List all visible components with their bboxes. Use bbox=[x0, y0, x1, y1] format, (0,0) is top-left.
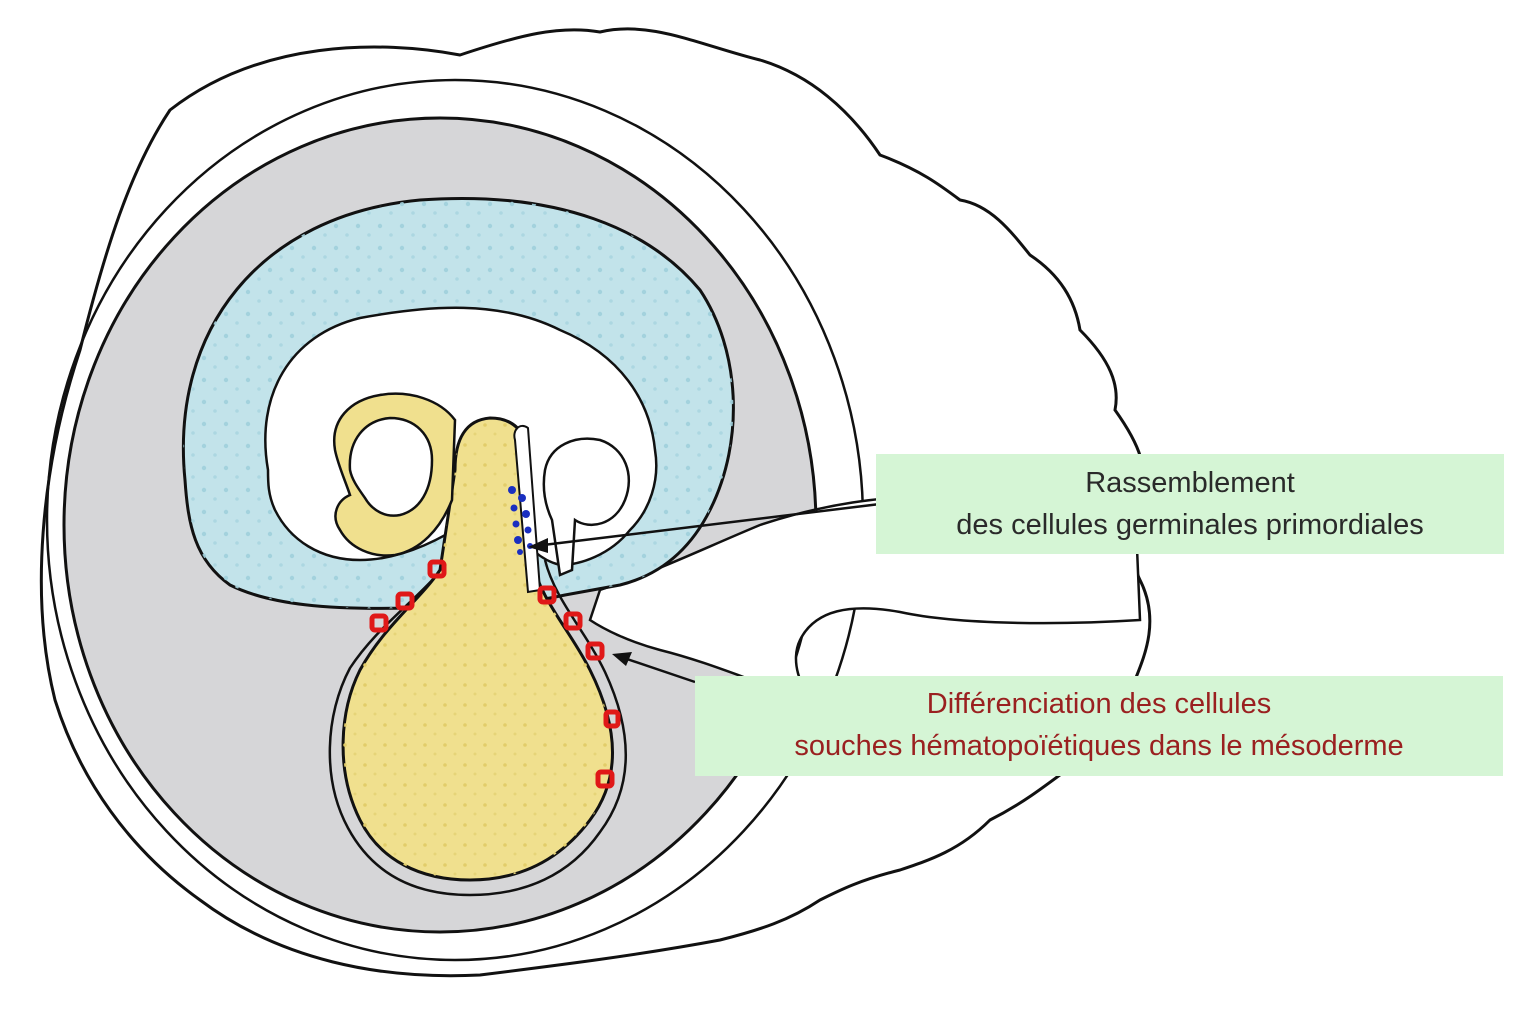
pointer-hematopoietic bbox=[617, 654, 696, 684]
head-cavity bbox=[348, 416, 434, 517]
pointer-hematopoietic-arrowhead bbox=[612, 652, 632, 666]
pointer-germ-cells-arrowhead bbox=[528, 538, 548, 553]
pointer-germ-cells bbox=[534, 502, 881, 548]
embryo-tail-fold bbox=[542, 437, 630, 577]
primordial-germ-cells bbox=[508, 486, 533, 555]
label-hematopoietic: Différenciation des cellules souches hém… bbox=[695, 676, 1503, 776]
label-germ-cells-line2: des cellules germinales primordiales bbox=[956, 509, 1424, 541]
label-hematopoietic-line2: souches hématopoïétiques dans le mésoder… bbox=[794, 730, 1404, 762]
allantois-duct bbox=[513, 424, 542, 594]
blood-islands bbox=[369, 559, 621, 789]
label-hematopoietic-line1: Différenciation des cellules bbox=[926, 688, 1272, 720]
label-germ-cells: Rassemblement des cellules germinales pr… bbox=[876, 454, 1504, 554]
label-germ-cells-line1: Rassemblement bbox=[1085, 467, 1295, 499]
yolk-sac-mesoderm bbox=[328, 559, 627, 897]
